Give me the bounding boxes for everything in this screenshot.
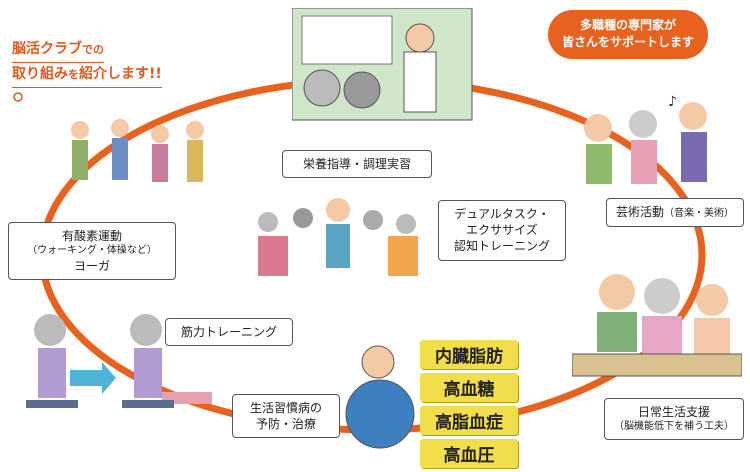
label-aerobic: 有酸素運動 （ウォーキング・体操など） ヨーガ — [8, 222, 176, 280]
svg-text:♪: ♪ — [668, 94, 677, 110]
arts-activity-illustration: ♪ — [584, 94, 707, 184]
walking-group-illustration — [71, 119, 204, 182]
disease-tag: 高脂血症 — [420, 406, 518, 435]
label-dual-task: デュアルタスク・ エクササイズ 認知トレーニング — [438, 200, 566, 261]
circle-marker-icon — [13, 91, 23, 102]
overweight-man-illustration — [345, 345, 415, 449]
disease-tag: 高血糖 — [420, 373, 518, 402]
intro-heading: 脳活クラブでの 取り組みを紹介します!! — [12, 38, 162, 111]
disease-tag: 内臓脂肪 — [420, 340, 518, 369]
label-lifestyle: 生活習慣病の 予防・治療 — [232, 394, 340, 439]
dual-task-exercise-illustration — [258, 198, 418, 276]
lifestyle-disease-tags: 内臓脂肪 高血糖 高脂血症 高血圧 — [420, 340, 518, 472]
disease-tag: 高血圧 — [420, 439, 518, 468]
label-daily-life: 日常生活支援 （脳機能低下を補う工夫） — [604, 398, 744, 440]
strength-training-illustration — [26, 314, 212, 408]
label-strength: 筋力トレーニング — [165, 318, 293, 347]
nutrition-class-illustration — [292, 8, 473, 121]
arrow-right-icon — [70, 362, 116, 394]
support-speech-bubble: 多職種の専門家が 皆さんをサポートします — [548, 10, 709, 59]
daily-life-support-illustration — [572, 274, 742, 377]
label-nutrition: 栄養指導・調理実習 — [282, 150, 432, 179]
label-arts: 芸術活動（音楽・美術） — [606, 198, 744, 227]
